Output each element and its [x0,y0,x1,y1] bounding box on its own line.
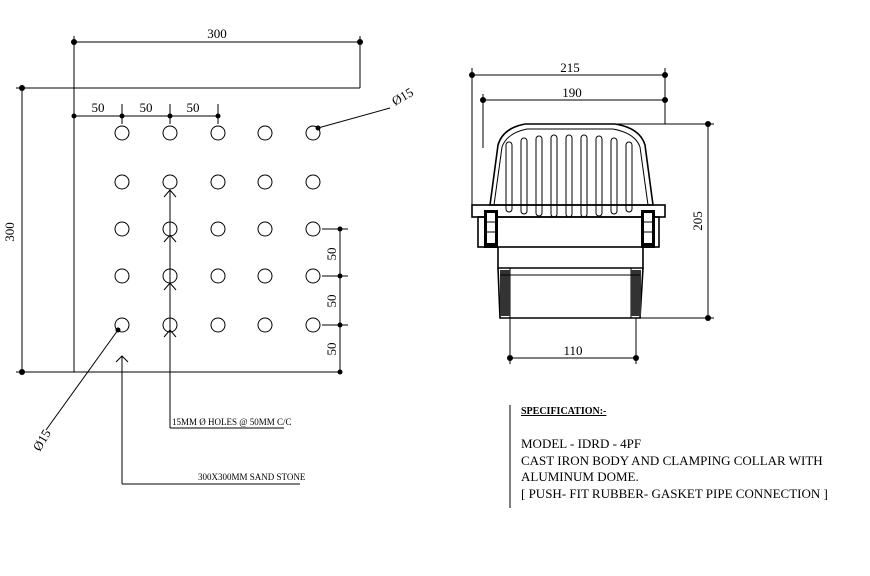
spec-line1: CAST IRON BODY AND CLAMPING COLLAR WITH [521,453,823,468]
hole-dia-top: Ø15 [389,84,416,108]
pipe-width-dim: 110 [563,343,582,358]
spacing-dim-1: 50 [92,100,105,115]
spacing-dim-3: 50 [187,100,200,115]
inner-width-dim: 190 [562,85,582,100]
spec-line3: [ PUSH- FIT RUBBER- GASKET PIPE CONNECTI… [521,486,828,501]
right-spacing-1: 50 [324,248,339,261]
outer-width-dim: 215 [560,60,580,75]
height-dim: 205 [690,211,705,231]
right-spacing-2: 50 [324,295,339,308]
spacing-dim-2: 50 [140,100,153,115]
holes-note: 15MM Ø HOLES @ 50MM C/C [172,417,292,427]
specification-block: SPECIFICATION:- MODEL - IDRD - 4PF CAST … [509,405,828,508]
plan-height-dim: 300 [2,222,17,242]
stone-note: 300X300MM SAND STONE [198,472,306,482]
holes-grid [114,125,321,333]
hole-dia-bottom: Ø15 [30,427,54,454]
spec-model: MODEL - IDRD - 4PF [521,436,641,451]
stone-plan-view: 300 300 50 50 50 [2,26,416,485]
plan-width-dim: 300 [207,26,227,41]
spec-line2: ALUMINUM DOME. [521,469,639,484]
spec-heading: SPECIFICATION:- [521,406,606,417]
right-spacing-3: 50 [324,343,339,356]
drain-elevation: 215 190 205 110 [469,60,714,364]
